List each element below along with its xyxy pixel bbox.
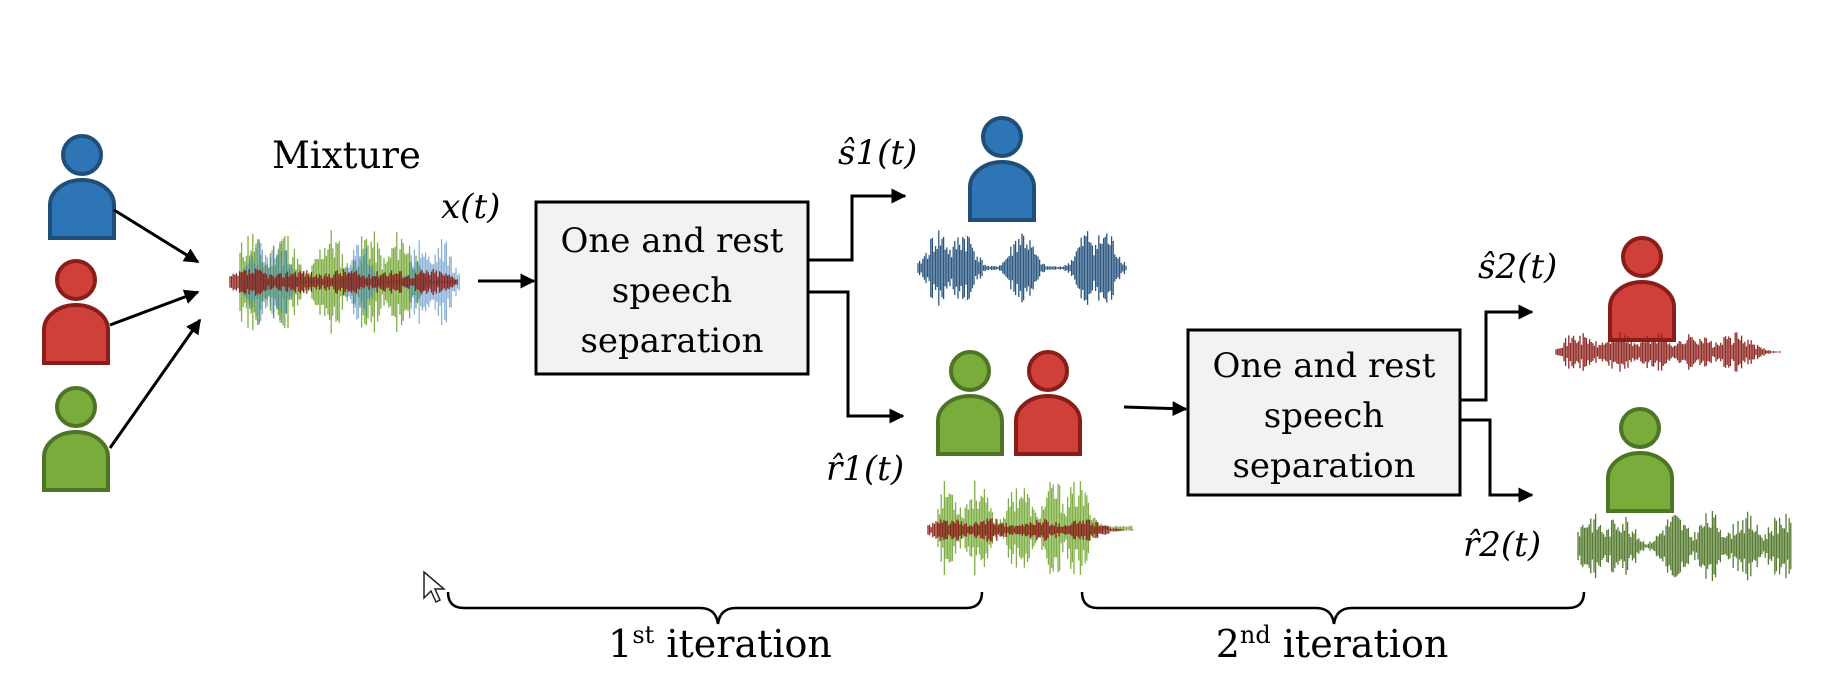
arrow-box1-to-s1 bbox=[808, 188, 907, 262]
arrow-r1-to-box2 bbox=[1123, 401, 1188, 417]
brace-second-iteration bbox=[1080, 591, 1586, 625]
separation-box-1: One and rest speech separation bbox=[534, 200, 810, 376]
s2-hat-label: ŝ2(t) bbox=[1478, 247, 1557, 287]
speaker-red-icon bbox=[42, 259, 110, 365]
separation-box-2: One and rest speech separation bbox=[1186, 328, 1462, 497]
speaker-blue-icon bbox=[48, 134, 116, 240]
speaker-red-output-icon bbox=[1608, 236, 1676, 342]
arrow-box1-to-r1 bbox=[808, 290, 905, 424]
mixture-waveform bbox=[229, 230, 460, 334]
arrow-box2-to-r2 bbox=[1460, 418, 1534, 503]
box1-line3: separation bbox=[580, 321, 763, 361]
brace-first-iteration bbox=[446, 591, 984, 625]
s2-waveform bbox=[1555, 332, 1781, 372]
box1-line2: speech bbox=[612, 271, 732, 311]
mixture-label: Mixture bbox=[272, 134, 421, 177]
s1-waveform bbox=[917, 230, 1127, 306]
speaker-green-output-icon bbox=[1606, 407, 1674, 513]
arrow-green-to-mixture bbox=[108, 318, 202, 449]
arrow-red-to-mixture bbox=[109, 289, 200, 327]
s1-hat-label: ŝ1(t) bbox=[838, 133, 917, 173]
box2-line2: speech bbox=[1264, 396, 1384, 436]
first-iteration-label: 1st iteration bbox=[608, 621, 832, 666]
speaker-green-icon bbox=[42, 386, 110, 492]
box1-line1: One and rest bbox=[561, 221, 784, 261]
r1-hat-label: r̂1(t) bbox=[826, 449, 904, 489]
arrow-box2-to-s2 bbox=[1460, 304, 1534, 402]
speaker-red-rest-icon bbox=[1014, 350, 1082, 456]
box2-line1: One and rest bbox=[1213, 346, 1436, 386]
r2-hat-label: r̂2(t) bbox=[1463, 525, 1541, 565]
speaker-green-rest-icon bbox=[936, 350, 1004, 456]
r1-waveform bbox=[927, 480, 1134, 576]
x-t-label: x(t) bbox=[441, 187, 500, 227]
speaker-blue-output-icon bbox=[968, 116, 1036, 222]
arrow-blue-to-mixture bbox=[113, 208, 200, 264]
box2-line3: separation bbox=[1232, 446, 1415, 486]
r2-waveform bbox=[1577, 511, 1792, 581]
mouse-cursor-icon bbox=[423, 570, 447, 604]
second-iteration-label: 2nd iteration bbox=[1216, 621, 1449, 666]
